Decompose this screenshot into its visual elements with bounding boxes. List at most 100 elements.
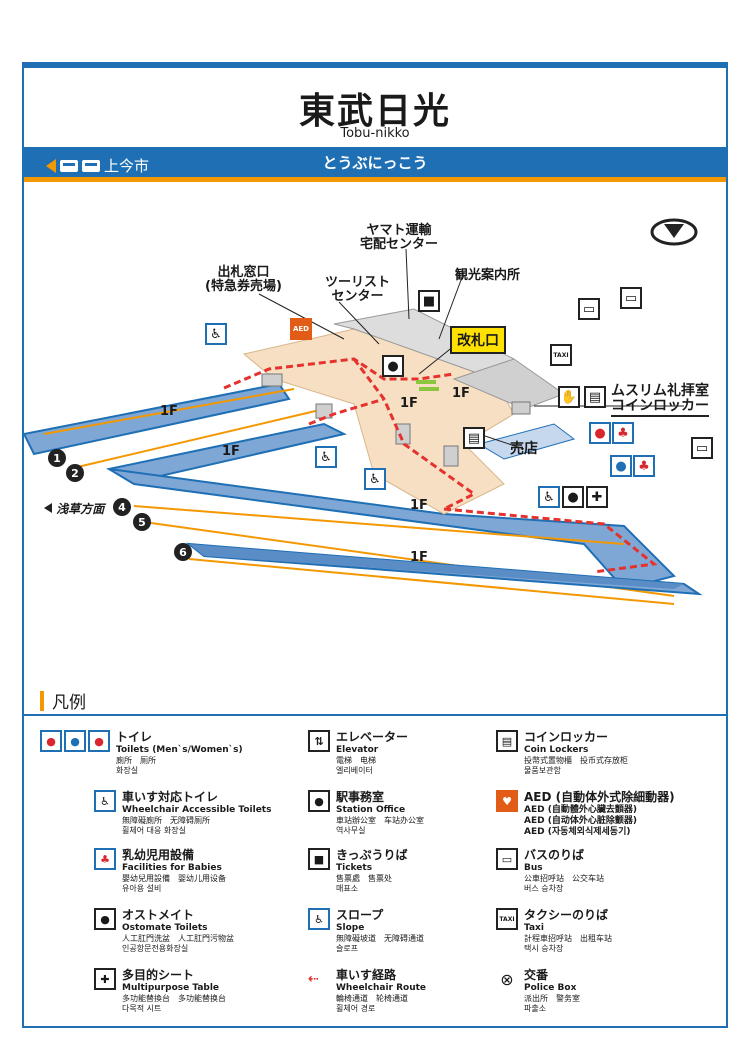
legend-item-en: Station Office bbox=[336, 805, 406, 815]
legend-item-ko: 매표소 bbox=[336, 884, 359, 893]
legend-item-title: 駅事務室 bbox=[336, 790, 385, 804]
coin-locker-icon: ▤ bbox=[584, 386, 606, 408]
legend-item-zh: 電梯 电梯 bbox=[336, 756, 376, 765]
legend-divider bbox=[24, 714, 726, 716]
station-map bbox=[24, 218, 703, 605]
taxi-icon: TAXI bbox=[496, 908, 518, 930]
leader-yamato bbox=[405, 248, 410, 320]
track-number-6: 6 bbox=[174, 543, 192, 561]
label-yamato: ヤマト運輸 宅配センター bbox=[360, 223, 439, 252]
legend-item-title: 多目的シート bbox=[122, 968, 195, 982]
legend-item-station-office: ● 駅事務室 Station Office 車站辦公室 车站办公室 역사무실 bbox=[308, 790, 424, 836]
legend-item-title: オストメイト bbox=[122, 908, 195, 922]
legend-text: トイレ Toilets (Men`s/Women`s) 廁所 厕所 화장실 bbox=[116, 730, 243, 776]
gate-bar-1 bbox=[416, 380, 436, 384]
legend-item-zh: 無障礙廁所 无障碍厕所 bbox=[122, 816, 210, 825]
aed-icon: ♥ bbox=[496, 790, 518, 812]
legend-text: オストメイト Ostomate Toilets 人工肛門洗盆 人工肛門污物盆 인… bbox=[122, 908, 234, 954]
legend-item-ko: 엘리베이터 bbox=[336, 766, 373, 775]
legend-item-ko: 슬로프 bbox=[336, 944, 359, 953]
womens-toilet-icon: ● bbox=[589, 422, 611, 444]
platform-6-edge bbox=[189, 544, 684, 589]
legend-item-title: トイレ bbox=[116, 730, 153, 744]
stairs-5 bbox=[511, 401, 531, 415]
station-title: 東武日光 bbox=[298, 91, 451, 132]
legend-item-ko: 다목적 시트 bbox=[122, 1004, 162, 1013]
legend-text: エレベーター Elevator 電梯 电梯 엘리베이터 bbox=[336, 730, 408, 776]
legend-item-zh: 多功能替換台 多功能替换台 bbox=[122, 994, 226, 1003]
floor-label: 1F bbox=[222, 444, 240, 459]
legend-text: 乳幼児用設備 Facilities for Babies 嬰幼兒用設備 婴幼儿用… bbox=[122, 848, 226, 894]
legend-text: タクシーのりば Taxi 計程車招呼站 出租车站 택시 승차장 bbox=[524, 908, 612, 954]
header-accent-line bbox=[24, 177, 726, 182]
legend-item-title: 車いす経路 bbox=[336, 968, 397, 982]
legend-item-zh: 廁所 厕所 bbox=[116, 756, 156, 765]
legend-item-zh: 輪椅通道 轮椅通道 bbox=[336, 994, 408, 1003]
legend-item-zh: 售票處 售票处 bbox=[336, 874, 392, 883]
label-kiosk: 売店 bbox=[510, 441, 538, 457]
legend-text: 車いす対応トイレ Wheelchair Accessible Toilets 無… bbox=[122, 790, 271, 836]
leader-tourist-info bbox=[438, 271, 465, 340]
track-2-rail bbox=[68, 408, 325, 470]
legend-item-bus: ▭ バスのりば Bus 公車招呼站 公交车站 버스 승차장 bbox=[496, 848, 604, 894]
legend-item-zh: 嬰幼兒用設備 婴幼儿用设备 bbox=[122, 874, 226, 883]
wheelchair-route-3 bbox=[308, 397, 385, 426]
page-frame bbox=[22, 62, 728, 1028]
gate-bar-2 bbox=[419, 387, 439, 391]
ostomate-icon: ● bbox=[562, 486, 584, 508]
legend-item-toilets: ● ● ● トイレ Toilets (Men`s/Women`s) 廁所 厕所 … bbox=[40, 730, 243, 776]
legend-text: 車いす経路 Wheelchair Route 輪椅通道 轮椅通道 휠체어 경로 bbox=[336, 968, 426, 1014]
legend-item-en: Elevator bbox=[336, 745, 379, 755]
legend-item-title: 乳幼児用設備 bbox=[122, 848, 195, 862]
station-subtitle: Tobu-nikko bbox=[340, 126, 410, 141]
legend-item-en: AED (自動體外心臟去顫器) bbox=[524, 805, 637, 815]
legend-item-taxi: TAXI タクシーのりば Taxi 計程車招呼站 出租车站 택시 승차장 bbox=[496, 908, 612, 954]
wheelchair-route-2 bbox=[352, 358, 477, 511]
stairs-4 bbox=[443, 445, 459, 467]
legend-item-ko: 물품보관함 bbox=[524, 766, 561, 775]
legend-text: きっぷうりば Tickets 售票處 售票处 매표소 bbox=[336, 848, 408, 894]
legend-item-elevator: ⇅ エレベーター Elevator 電梯 电梯 엘리베이터 bbox=[308, 730, 408, 776]
legend-item-police-box: ⊗ 交番 Police Box 派出所 警务室 파출소 bbox=[496, 968, 580, 1014]
track-number-1: 1 bbox=[48, 449, 66, 467]
legend-item-ko: 인공항문전용화장실 bbox=[122, 944, 189, 953]
floor-label: 1F bbox=[452, 386, 470, 401]
legend-header: 凡例 bbox=[40, 688, 86, 713]
wheelchair-route-icon: ⇠ bbox=[308, 971, 319, 987]
leader-ticket bbox=[258, 293, 345, 340]
label-tourist-center: ツーリスト センター bbox=[325, 275, 391, 304]
leader-tourist-center bbox=[338, 301, 380, 345]
legend-item-en: Toilets (Men`s/Women`s) bbox=[116, 745, 243, 755]
header-bar bbox=[24, 147, 726, 177]
legend-text: 交番 Police Box 派出所 警务室 파출소 bbox=[524, 968, 580, 1014]
legend-item-title: コインロッカー bbox=[524, 730, 609, 744]
legend-item-ko: 유아용 설비 bbox=[122, 884, 162, 893]
floor-label: 1F bbox=[410, 498, 428, 513]
label-tourist-info: 観光案内所 bbox=[455, 268, 521, 283]
legend-item-en: Coin Lockers bbox=[524, 745, 589, 755]
legend-item-wheelchair-route: ⇠ 車いす経路 Wheelchair Route 輪椅通道 轮椅通道 휠체어 경… bbox=[308, 968, 426, 1014]
legend-item-en: Slope bbox=[336, 923, 365, 933]
legend-item-zh: 公車招呼站 公交车站 bbox=[524, 874, 604, 883]
track-6-rail bbox=[188, 558, 675, 605]
baby-facility-icon: ♣ bbox=[633, 455, 655, 477]
legend-item-title: きっぷうりば bbox=[336, 848, 408, 862]
train-icon bbox=[60, 159, 78, 172]
label-ticket-gate: 改札口 bbox=[450, 326, 506, 354]
legend-item-zh: 派出所 警务室 bbox=[524, 994, 580, 1003]
label-ticket-window: 出札窓口 (特急券売場) bbox=[205, 265, 282, 294]
legend-text: スロープ Slope 無障礙坡道 无障碍通道 슬로프 bbox=[336, 908, 424, 954]
ticket-machine-icon: ■ bbox=[308, 848, 330, 870]
legend-item-zh: 無障礙坡道 无障碍通道 bbox=[336, 934, 424, 943]
wheelchair-slope-icon: ♿ bbox=[315, 446, 337, 468]
train-icon bbox=[82, 159, 100, 172]
legend-item-tickets: ■ きっぷうりば Tickets 售票處 售票处 매표소 bbox=[308, 848, 408, 894]
legend-icons: ● ● ● bbox=[40, 730, 110, 776]
taxi-icon: TAXI bbox=[550, 344, 572, 366]
station-office-icon: ● bbox=[308, 790, 330, 812]
legend-item-en: Tickets bbox=[336, 863, 373, 873]
wheelchair-toilet-icon: ♿ bbox=[94, 790, 116, 812]
legend-item-en: Wheelchair Accessible Toilets bbox=[122, 805, 272, 815]
label-direction: 浅草方面 bbox=[44, 500, 104, 517]
legend-item-zh: 人工肛門洗盆 人工肛門污物盆 bbox=[122, 934, 234, 943]
